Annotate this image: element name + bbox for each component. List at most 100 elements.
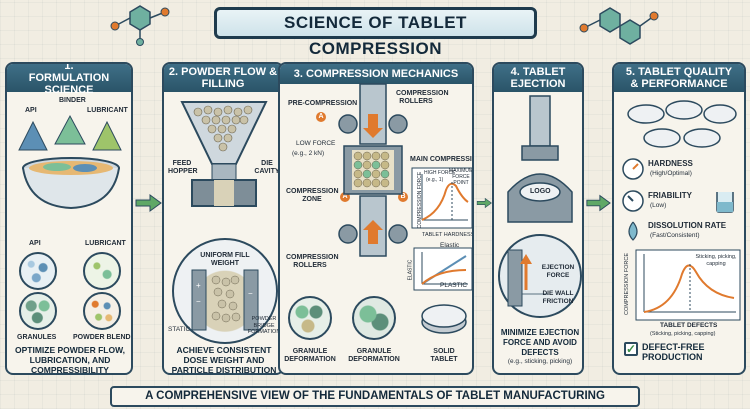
uniform-fill-zoom: [172, 238, 278, 344]
panel-heading-text: 2. POWDER FLOW & FILLING: [168, 66, 278, 90]
granule-deformation-2-icon: [352, 296, 396, 340]
panel-heading: 2. POWDER FLOW & FILLING: [164, 64, 282, 92]
label-die-wall-friction: DIE WALL FRICTION: [542, 290, 574, 305]
chart2-elastic: Elastic: [440, 242, 460, 249]
hardness-gauge-icon: [622, 158, 644, 180]
chart1-max-point: MAXIMUM FORCE POINT: [448, 168, 474, 186]
panel-heading: 5. TABLET QUALITY & PERFORMANCE: [614, 64, 744, 92]
label-compression-rollers-bottom: COMPRESSION ROLLERS: [286, 254, 339, 269]
api-particles-icon: [19, 252, 57, 290]
chart-ylabel: COMPRESSION FORCE: [624, 252, 631, 316]
label-api-top: API: [25, 107, 37, 114]
static-charge-icon: + − −: [191, 269, 259, 331]
label-binder: BINDER: [59, 97, 86, 104]
label-granule-deformation-2: GRANULE DEFORMATION: [348, 348, 400, 363]
friability-gauge-icon: [622, 190, 644, 212]
panel4-caption: MINIMIZE EJECTION FORCE AND AVOID DEFECT…: [500, 328, 580, 357]
panel-tablet-ejection: 4. TABLET EJECTION LOGO EJECTION FORCE D…: [492, 62, 584, 375]
granules-icon: [19, 292, 57, 330]
ingredient-piles-icon: [18, 114, 122, 151]
powder-blend-icon: [83, 292, 121, 330]
chart1-ylabel: COMPRESSION FORCE: [417, 171, 424, 229]
label-granule-deformation-1: GRANULE DEFORMATION: [284, 348, 336, 363]
panel-formulation-science: 1. FORMULATION SCIENCE API BINDER LUBRIC…: [5, 62, 133, 375]
chart2-plastic: PLASTIC: [440, 282, 468, 289]
panel-powder-flow: 2. POWDER FLOW & FILLING FEED HOPPER DIE…: [162, 62, 284, 375]
label-static: STATIC: [168, 326, 191, 333]
chart1-high-force: HIGH FORCE: [424, 170, 456, 176]
label-powder-bridge: POWDER BRIDGE FORMATION: [247, 316, 281, 335]
label-compression-zone: COMPRESSION ZONE: [286, 188, 339, 203]
lubricant-particles-icon: [83, 252, 121, 290]
page-title: SCIENCE OF TABLET COMPRESSION: [214, 7, 537, 58]
label-logo: LOGO: [530, 188, 551, 195]
panel-heading: 1. FORMULATION SCIENCE: [7, 64, 131, 96]
check-icon: ✓: [624, 342, 638, 356]
label-low-force: LOW FORCE: [296, 140, 336, 147]
svg-text:+: +: [196, 281, 201, 290]
marker-a: A: [340, 192, 350, 202]
label-defect-free: DEFECT-FREE PRODUCTION: [642, 342, 705, 362]
mixing-bowl-icon: [22, 157, 120, 210]
punch-assembly-icon: [338, 83, 408, 257]
label-pre-compression: PRE-COMPRESSION: [288, 100, 358, 107]
label-main-compression: MAIN COMPRESSION: [410, 156, 472, 163]
label-friability: FRIABILITY: [648, 191, 692, 200]
arrow-right-icon: [586, 194, 611, 212]
label-compression-rollers-top: COMPRESSION ROLLERS: [396, 90, 449, 105]
arrow-right-icon: [135, 194, 162, 212]
panel-compression-mechanics: 3. COMPRESSION MECHANICS PRE-COMPRESSION…: [278, 62, 474, 375]
panel1-caption: OPTIMIZE POWDER FLOW, LUBRICATION, AND C…: [14, 345, 126, 375]
panel2-caption: ACHIEVE CONSISTENT DOSE WEIGHT AND PARTI…: [171, 345, 277, 375]
svg-text:−: −: [248, 289, 253, 298]
label-feed-hopper: FEED HOPPER: [168, 160, 198, 175]
label-hardness-sub: (High/Optimal): [650, 170, 692, 177]
arrow-right-icon: [476, 197, 492, 209]
panel-heading: 3. COMPRESSION MECHANICS: [280, 64, 472, 84]
label-api: API: [29, 240, 41, 247]
svg-text:−: −: [196, 297, 201, 306]
panel-heading: 4. TABLET EJECTION: [494, 64, 582, 92]
label-uniform-fill-weight: UNIFORM FILL WEIGHT: [200, 252, 250, 267]
label-lubricant-top: LUBRICANT: [87, 107, 128, 114]
panel4-caption-eg: (e.g., sticking, picking): [507, 358, 573, 365]
label-lubricant: LUBRICANT: [85, 240, 126, 247]
granule-deformation-1-icon: [288, 296, 332, 340]
footer-banner: A COMPREHENSIVE VIEW OF THE FUNDAMENTALS…: [110, 386, 640, 407]
label-die-cavity: DIE CAVITY: [254, 160, 280, 175]
tablets-icon: [627, 100, 737, 148]
ejection-punch-icon: [507, 95, 573, 223]
dissolution-icon: [628, 221, 638, 241]
feed-hopper-icon: [180, 101, 268, 207]
ejection-force-arrow-icon: [507, 249, 548, 307]
panel-heading-text: 4. TABLET EJECTION: [510, 66, 566, 90]
chart1-xlabel: TABLET HARDNESS: [422, 232, 474, 238]
marker-a-top: A: [316, 112, 326, 122]
chart-annotation: Sticking, picking, capping: [695, 254, 737, 267]
chart1-high-force-eg: (e.g., 1): [426, 177, 444, 183]
molecule-left-icon: [110, 5, 170, 46]
chart-xlabel: TABLET DEFECTS: [660, 322, 718, 329]
chart2-ylabel: ELASTIC: [407, 259, 414, 281]
label-hardness: HARDNESS: [648, 159, 693, 168]
panel-heading-text: 3. COMPRESSION MECHANICS: [293, 68, 459, 80]
panel-heading-text: 1. FORMULATION SCIENCE: [28, 62, 110, 96]
elastic-plastic-chart: [413, 247, 472, 291]
defects-chart: [635, 249, 741, 321]
solid-tablet-icon: [421, 304, 467, 334]
label-dissolution-sub: (Fast/Consistent): [650, 232, 700, 239]
panel-heading-text: 5. TABLET QUALITY & PERFORMANCE: [625, 66, 733, 90]
label-solid-tablet: SOLID TABLET: [430, 348, 458, 363]
label-powder-blend: POWDER BLEND: [73, 334, 131, 341]
label-friability-sub: (Low): [650, 202, 667, 209]
label-low-force-eg: (e.g., 2 kN): [292, 150, 325, 157]
molecule-right-icon: [579, 7, 659, 45]
beaker-icon: [716, 192, 734, 213]
label-granules: GRANULES: [17, 334, 57, 341]
label-dissolution: DISSOLUTION RATE: [648, 221, 727, 230]
label-ejection-force: EJECTION FORCE: [541, 264, 575, 279]
panel-tablet-quality: 5. TABLET QUALITY & PERFORMANCE HARDNESS…: [612, 62, 746, 375]
chart-xsub: (Sticking, picking, capping): [650, 331, 716, 337]
force-hardness-chart: [411, 167, 472, 229]
